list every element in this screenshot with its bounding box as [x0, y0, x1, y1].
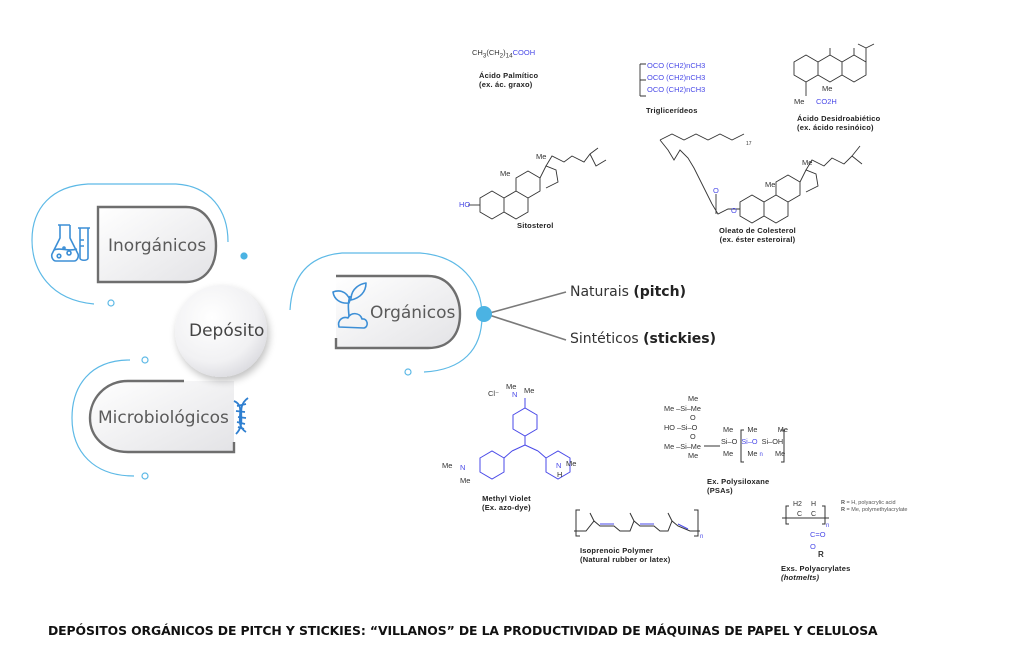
polysiloxane-chain: Me Me Me Si–O Si–O Si–OH Me Me n Me — [721, 425, 788, 458]
pa-o: O — [810, 542, 816, 551]
pa-n: n — [826, 523, 830, 529]
methyl-violet-name: Methyl Violet(Ex. azo-dye) — [482, 494, 531, 512]
palmitic-acid-name: Ácido Palmítico(ex. ác. graxo) — [479, 71, 539, 89]
sinteticos-bold: (stickies) — [643, 331, 716, 347]
deposito-label: Depósito — [189, 321, 265, 341]
inorganicos-hollow-dot — [107, 299, 115, 307]
organicos-label: Orgánicos — [370, 303, 456, 323]
microbiologicos-label: Microbiológicos — [98, 408, 229, 428]
mv-me-top2: Me — [524, 386, 535, 395]
palmitic-acid-formula: CH3(CH2)14COOH — [472, 48, 536, 60]
triglyceride-name: Triglicerídeos — [646, 106, 698, 115]
polyacrylate-brackets — [782, 505, 829, 525]
sito-me1: Me — [500, 169, 511, 178]
organicos-pill — [336, 276, 460, 348]
oleate-me1: Me — [765, 180, 776, 189]
mv-n-left: N — [460, 463, 466, 472]
inorganicos-label: Inorgánicos — [108, 236, 207, 256]
cholesterol-oleate-name: Oleato de Colesterol(ex. éster esteroira… — [719, 226, 796, 244]
dehydro-me2-label: Me — [794, 97, 805, 106]
branch-naturais: Naturais (pitch) — [570, 284, 686, 300]
mv-nh: N — [556, 461, 562, 470]
dna-icon — [233, 397, 249, 435]
methyl-violet-structure — [479, 398, 571, 480]
pa-co: C=O — [810, 530, 826, 539]
inorganicos-dot — [240, 252, 248, 260]
isoprene-name: Isoprenoic Polymer(Natural rubber or lat… — [580, 546, 671, 564]
cholesterol-oleate-structure — [659, 133, 863, 224]
sito-me2: Me — [536, 152, 547, 161]
pa-r: R — [818, 550, 824, 559]
dehydroabietic-acid-structure — [793, 43, 875, 96]
inorganicos-arc — [31, 183, 229, 305]
microbiologicos-arc — [71, 359, 135, 477]
mv-me-left: Me — [442, 461, 453, 470]
microbiologicos-hollow-dot-bottom — [141, 472, 149, 480]
polyacrylate-legend: R = H, polyacrylic acid R = Me, polymeth… — [841, 500, 908, 513]
mv-me-left2: Me — [460, 476, 471, 485]
organicos-node — [476, 306, 492, 322]
naturais-label: Naturais — [570, 284, 629, 300]
oleate-o2: O — [731, 206, 737, 215]
polysiloxane-brackets — [704, 429, 785, 463]
mv-h: H — [557, 470, 563, 479]
isoprene-polymer-structure — [574, 509, 700, 537]
branch-sinteticos: Sintéticos (stickies) — [570, 331, 716, 347]
page-caption: DEPÓSITOS ORGÁNICOS DE PITCH Y STICKIES:… — [48, 623, 878, 638]
naturais-bold: (pitch) — [633, 284, 686, 300]
mv-n-top: N — [512, 390, 518, 399]
sitosterol-structure — [468, 147, 607, 220]
organicos-arc — [289, 252, 483, 373]
mv-cl: Cl⁻ — [488, 389, 500, 398]
dehydro-me-label: Me — [822, 84, 833, 93]
oleate-chain-number: 17 — [746, 141, 752, 147]
polyacrylate-name: Exs. Polyacrylates(hotmelts) — [781, 564, 851, 582]
polysiloxane-left-block: Me Me –Si–Me O HO –Si–O O Me –Si–Me Me — [664, 394, 701, 460]
branch-line-naturais — [485, 291, 567, 315]
microbiologicos-hollow-dot-top — [141, 356, 149, 364]
oleate-o1: O — [713, 186, 719, 195]
pa-h: H — [811, 501, 817, 508]
branch-line-sinteticos — [485, 313, 567, 341]
sitosterol-name: Sitosterol — [517, 221, 554, 230]
sinteticos-label: Sintéticos — [570, 331, 639, 347]
inorganicos-pill — [98, 207, 216, 282]
isoprene-n: n — [700, 534, 704, 540]
triglyceride-backbone — [639, 63, 646, 97]
microbiologicos-pill — [90, 381, 234, 452]
polysiloxane-name: Ex. Polysiloxane(PSAs) — [707, 477, 770, 495]
flask-icon — [50, 224, 90, 262]
plant-icon — [332, 282, 368, 329]
pa-c1: C — [797, 511, 803, 518]
triglyceride-formula: OCO (CH2)nCH3 OCO (CH2)nCH3 OCO (CH2)nCH… — [647, 61, 706, 94]
mv-me-top: Me — [506, 382, 517, 391]
organicos-hollow-dot — [404, 368, 412, 376]
sito-oh: HO — [459, 200, 471, 209]
oleate-me2: Me — [802, 158, 813, 167]
pa-c2: C — [811, 511, 817, 518]
dehydroabietic-name: Ácido Desidroabiético(ex. ácido resinóic… — [797, 114, 881, 132]
dehydro-acid-label: CO2H — [816, 97, 837, 106]
mv-me-right: Me — [566, 459, 577, 468]
pa-h2: H2 — [793, 501, 802, 508]
deposito-circle — [175, 285, 267, 377]
